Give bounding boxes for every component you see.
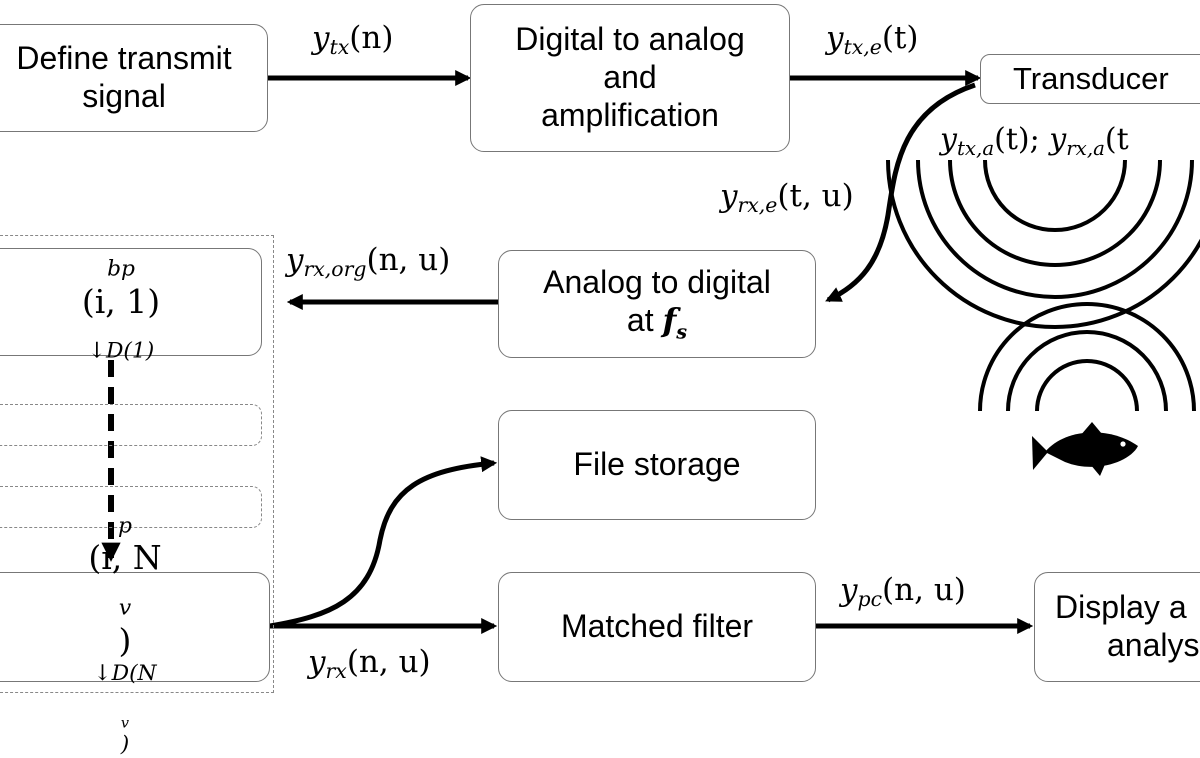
filter-first-decimation: ↓D(1)	[87, 339, 155, 364]
define-label-line2: signal	[82, 78, 166, 114]
arrow-transducer-to-adc	[825, 82, 976, 303]
filter-bank-outline	[0, 235, 274, 693]
ypc-sub: pc	[857, 587, 883, 612]
ytxa-sub: tx,a	[956, 136, 995, 160]
filter-first-args: (i, 1)	[81, 281, 161, 321]
filter-bank-first-box: bp(i, 1) ↓D(1)	[0, 248, 262, 364]
filter-last-decimation-text: ↓D(N	[93, 660, 157, 686]
yrxe-args: (t, u)	[777, 178, 854, 214]
filter-last-args-sub: v	[118, 595, 132, 621]
adc-label-line1: Analog to digital	[543, 264, 771, 301]
signal-label-yrxorg: yrx,org(n, u)	[286, 242, 450, 281]
ytxe-args: (t)	[881, 20, 919, 56]
yrx-y: y	[308, 644, 326, 680]
filter-last-decimation: ↓D(N v)	[88, 661, 161, 758]
yrxorg-args: (n, u)	[366, 242, 451, 278]
display-label-line1: Display a	[1055, 589, 1187, 626]
ytxa-y: y	[940, 122, 957, 157]
analog-to-digital-box: Analog to digital at fs	[498, 250, 816, 358]
filter-last-decimation-sub: v	[120, 715, 130, 732]
echo-wave-icon	[978, 302, 1196, 412]
yrxorg-sub: rx,org	[303, 257, 367, 282]
dac-label-line1: Digital to analog	[515, 21, 745, 58]
transmit-wave-icon	[886, 159, 1200, 329]
yrx-sub: rx	[325, 659, 347, 684]
digital-to-analog-box: Digital to analog and amplification	[470, 4, 790, 152]
ytx-sub: tx	[329, 35, 350, 60]
ytxe-y: y	[826, 20, 844, 56]
define-label-line1: Define transmit	[16, 40, 232, 77]
signal-label-ytxe: ytx,e(t)	[826, 20, 919, 59]
filter-first-label: bp(i, 1) ↓D(1)	[82, 239, 160, 364]
yrxa-y: y	[1049, 122, 1067, 157]
ypc-y: y	[840, 572, 858, 608]
transducer-box: Transducer	[980, 54, 1200, 104]
file-storage-box: File storage	[498, 410, 816, 520]
filter-bank-placeholder-1	[0, 404, 262, 446]
yrxa-sub: rx,a	[1066, 136, 1105, 160]
define-transmit-signal-box: Define transmit signal	[0, 24, 268, 132]
signal-label-ytx: ytx(n)	[312, 20, 393, 59]
filter-last-args: (i, N	[88, 538, 162, 578]
matched-filter-label: Matched filter	[560, 608, 754, 645]
display-label-line2: analysis	[1107, 627, 1200, 663]
ytx-y: y	[312, 20, 330, 56]
signal-label-ypc: ypc(n, u)	[840, 572, 966, 611]
signal-label-yrx: yrx(n, u)	[308, 644, 431, 683]
yrxa-args: (t	[1104, 122, 1129, 157]
filter-last-args-end: )	[118, 620, 132, 660]
ytxa-args: (t);	[994, 122, 1050, 157]
yrx-args: (n, u)	[346, 644, 431, 680]
transducer-label: Transducer	[1013, 60, 1169, 96]
filter-last-base: p	[118, 513, 132, 539]
file-storage-label: File storage	[573, 446, 741, 483]
adc-label-prefix: at	[626, 301, 654, 338]
filter-first-base: bp	[107, 256, 135, 282]
signal-label-ytxa-yrxa: ytx,a(t); yrx,a(t	[940, 122, 1129, 160]
ytxe-sub: tx,e	[843, 35, 882, 60]
ypc-args: (n, u)	[882, 572, 966, 608]
fish-icon	[1032, 422, 1138, 476]
yrxe-sub: rx,e	[737, 193, 778, 218]
fs-letter: f	[662, 300, 677, 339]
filter-last-decimation-end: )	[120, 732, 130, 758]
adc-label-line2: at fs	[626, 300, 688, 344]
display-analysis-box: Display a analysis	[1034, 572, 1200, 682]
diagram-connectors	[101, 69, 1200, 635]
arrow-to-file-storage	[269, 456, 498, 629]
ytx-args: (n)	[349, 20, 394, 56]
fs-subscript: s	[676, 320, 688, 344]
dac-label-line3: amplification	[541, 96, 719, 133]
signal-label-yrxe: yrx,e(t, u)	[720, 178, 854, 217]
sampling-frequency-symbol: fs	[662, 300, 688, 343]
yrxorg-y: y	[286, 242, 304, 278]
yrxe-y: y	[720, 178, 738, 214]
dac-label-line2: and	[603, 59, 657, 96]
matched-filter-box: Matched filter	[498, 572, 816, 682]
filter-bank-placeholder-2	[0, 486, 262, 528]
